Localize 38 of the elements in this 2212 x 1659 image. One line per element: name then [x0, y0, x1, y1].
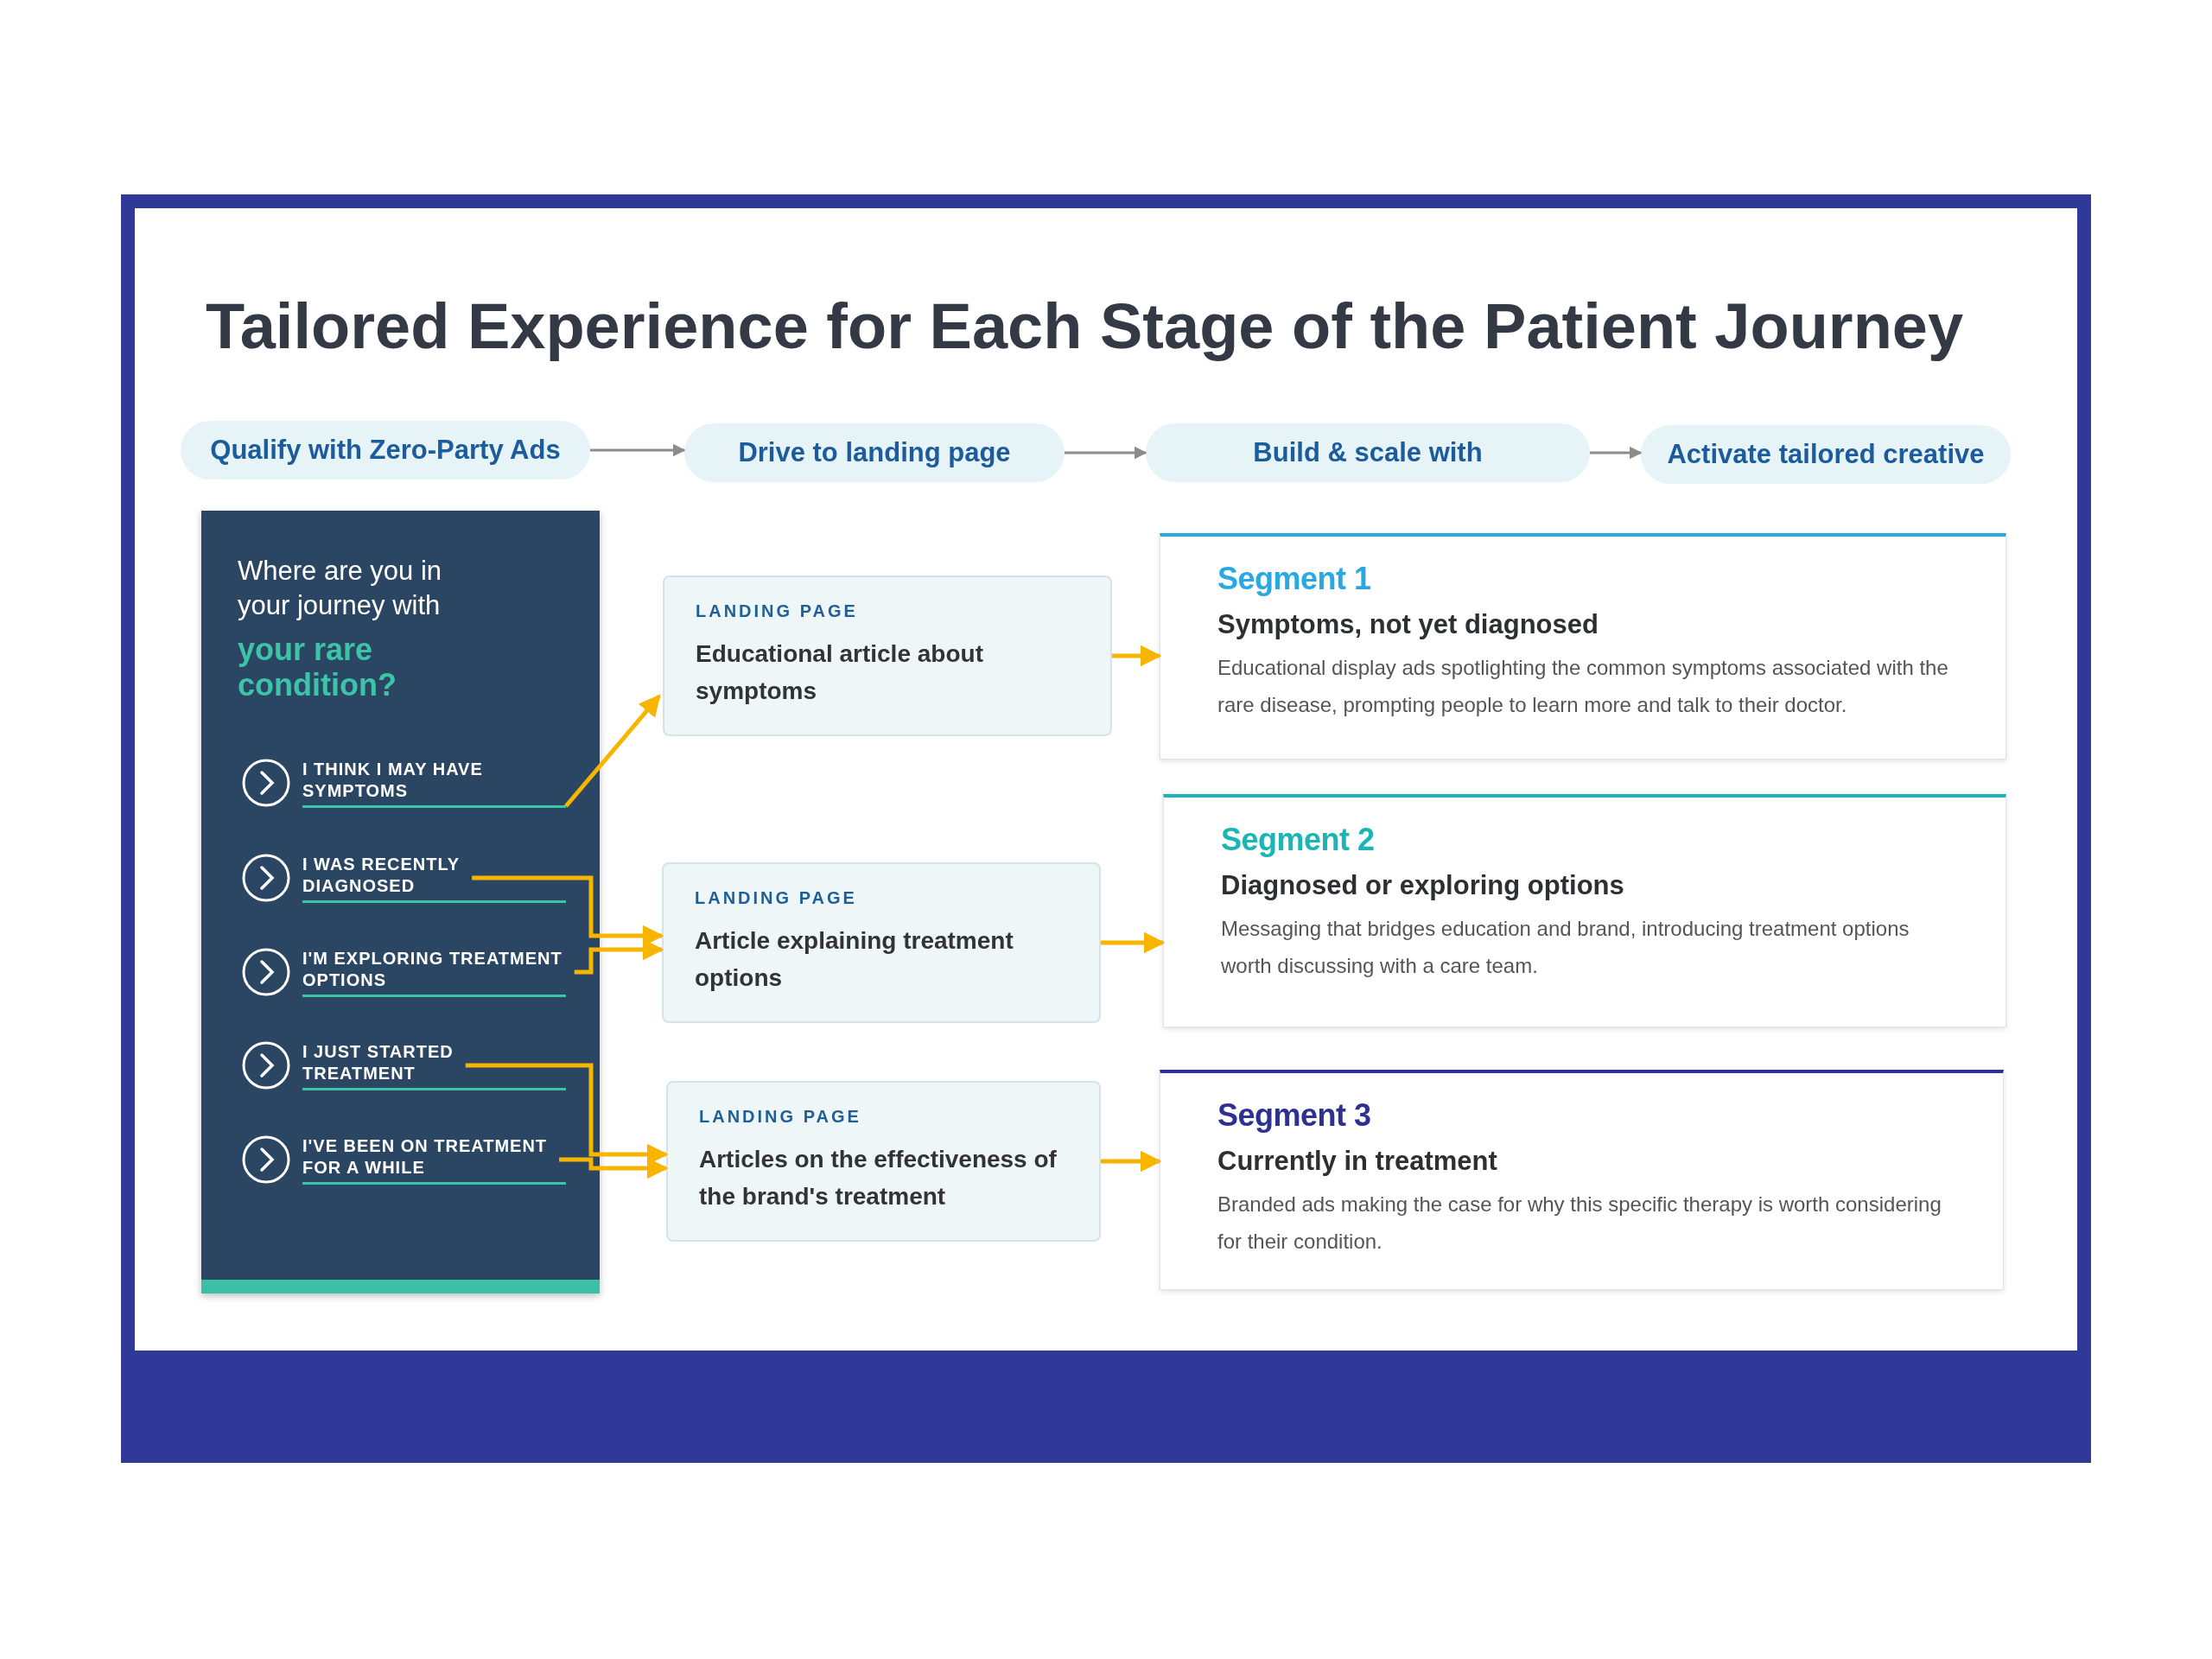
segment-description: Branded ads making the case for why this specific therapy is worth considering for their condition. [1217, 1192, 1942, 1255]
question-panel [201, 511, 600, 1294]
landing-page-card [663, 575, 1112, 736]
card-kicker: LANDING PAGE [696, 601, 859, 621]
arrow [564, 694, 661, 808]
card-kicker: LANDING PAGE [699, 1107, 862, 1127]
answer-option-text: I JUST STARTED TREATMENT [302, 1040, 566, 1090]
answer-option-text: I'VE BEEN ON TREATMENT FOR A WHILE [302, 1135, 566, 1185]
segment-subtitle: Diagnosed or exploring options [1221, 870, 1625, 901]
segment-description: Educational display ads spotlighting the common symptoms associated with the rare disease, prompting people to learn more and talk to their doctor. [1217, 655, 1948, 719]
card-text: Articles on the effectiveness of the brand's treatment [699, 1145, 1058, 1212]
answer-option-text: I THINK I MAY HAVE SYMPTOMS [302, 758, 566, 808]
card-kicker: LANDING PAGE [695, 888, 858, 908]
step-pill: Build & scale with [1146, 423, 1590, 482]
segment-card [1160, 1070, 2004, 1290]
answer-option-text: I'M EXPLORING TREATMENT OPTIONS [302, 947, 566, 997]
landing-page-card [666, 1081, 1101, 1242]
segment-card [1163, 794, 2006, 1027]
answer-option-text: I WAS RECENTLY DIAGNOSED [302, 853, 566, 903]
card-text: Article explaining treatment options [695, 926, 1014, 994]
question-text: Where are you in your journey with [238, 555, 443, 623]
title: Tailored Experience for Each Stage of the Patient Journey [206, 289, 1964, 363]
step-pill: Drive to landing page [684, 423, 1065, 482]
arrow [1065, 446, 1147, 460]
step-pill: Qualify with Zero-Party Ads [181, 421, 590, 480]
landing-page-card [662, 862, 1101, 1023]
card-text: Educational article about symptoms [696, 639, 984, 707]
segment-title: Segment 1 [1217, 561, 1372, 597]
segment-card [1160, 533, 2006, 760]
segment-description: Messaging that bridges education and brand, introducing treatment options worth discussing with a care team. [1221, 916, 1910, 980]
highlighted-question-text: your rare condition? [238, 632, 397, 703]
segment-subtitle: Currently in treatment [1217, 1146, 1498, 1177]
step-pill: Activate tailored creative [1641, 425, 2011, 484]
segment-subtitle: Symptoms, not yet diagnosed [1217, 609, 1599, 640]
segment-title: Segment 2 [1221, 822, 1376, 858]
segment-title: Segment 3 [1217, 1097, 1372, 1134]
arrow [1590, 446, 1643, 460]
arrow [590, 443, 686, 457]
